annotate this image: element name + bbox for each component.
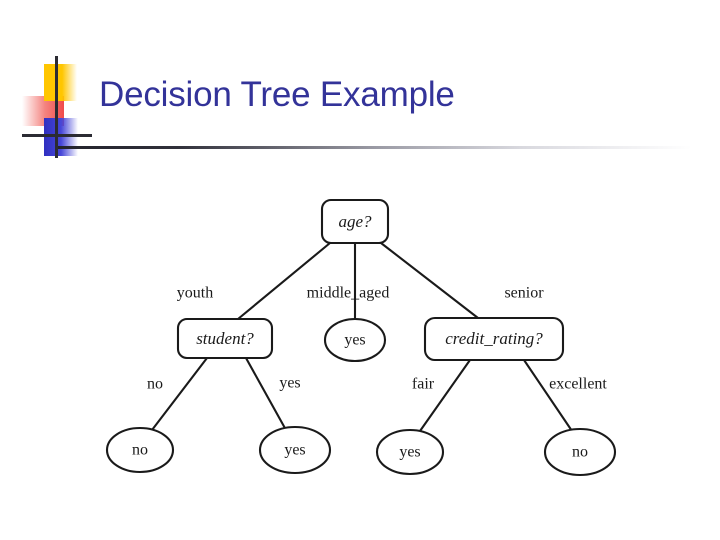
node-credit-rating-shape: [423, 316, 565, 362]
tree-leaf-no-1[interactable]: no: [105, 426, 175, 474]
decision-tree-figure: youth middle_aged senior no yes fair exc…: [0, 170, 720, 500]
decoration-blue-square: [44, 118, 78, 156]
node-age-label: age?: [338, 212, 372, 231]
node-yes-middle-label: yes: [344, 332, 365, 349]
tree-node-yes-middle[interactable]: yes: [323, 317, 387, 363]
edge-label-middle-aged: middle_aged: [307, 285, 390, 302]
tree-edge-labels: youth middle_aged senior no yes fair exc…: [147, 285, 607, 393]
leaf-yes-1-shape: [258, 425, 332, 475]
edge-student-to-no: [150, 356, 209, 432]
node-credit-rating-label: credit_rating?: [445, 329, 543, 348]
tree-leaf-yes-1[interactable]: yes: [258, 425, 332, 475]
decision-tree-svg: youth middle_aged senior no yes fair exc…: [105, 198, 617, 477]
decoration-yellow-square: [44, 64, 77, 101]
leaf-no-1-shape: [105, 426, 175, 474]
tree-edges: [150, 241, 574, 433]
title-underline-rule: [58, 146, 718, 149]
edge-age-to-credit-rating: [379, 241, 480, 320]
leaf-no-2-label: no: [572, 444, 588, 461]
edge-label-senior: senior: [504, 285, 544, 302]
leaf-yes-2-label: yes: [399, 444, 420, 461]
tree-leaf-yes-2[interactable]: yes: [375, 428, 445, 476]
tree-node-credit-rating[interactable]: credit_rating?: [423, 316, 565, 362]
edge-label-credit-fair: fair: [412, 376, 435, 393]
node-age-shape: [320, 198, 390, 245]
leaf-yes-1-label: yes: [284, 442, 305, 459]
page-title: Decision Tree Example: [99, 75, 455, 114]
edge-label-credit-excellent: excellent: [549, 376, 607, 393]
tree-leaf-no-2[interactable]: no: [543, 427, 617, 477]
tree-node-student[interactable]: student?: [176, 317, 274, 360]
leaf-no-1-label: no: [132, 442, 148, 459]
edge-student-to-yes: [244, 356, 288, 432]
edge-age-to-student: [236, 241, 332, 321]
node-student-label: student?: [196, 329, 254, 348]
node-student-shape: [176, 317, 274, 360]
edge-label-student-no: no: [147, 376, 163, 393]
leaf-yes-2-shape: [375, 428, 445, 476]
decoration-vertical-line: [55, 56, 58, 158]
tree-node-age[interactable]: age?: [320, 198, 390, 245]
node-yes-middle-shape: [323, 317, 387, 363]
title-decoration: [22, 56, 102, 158]
edge-label-youth: youth: [177, 285, 213, 302]
edge-label-student-yes: yes: [279, 375, 300, 392]
edge-credit-to-yes: [418, 358, 472, 433]
leaf-no-2-shape: [543, 427, 617, 477]
edge-credit-to-no: [522, 358, 574, 433]
